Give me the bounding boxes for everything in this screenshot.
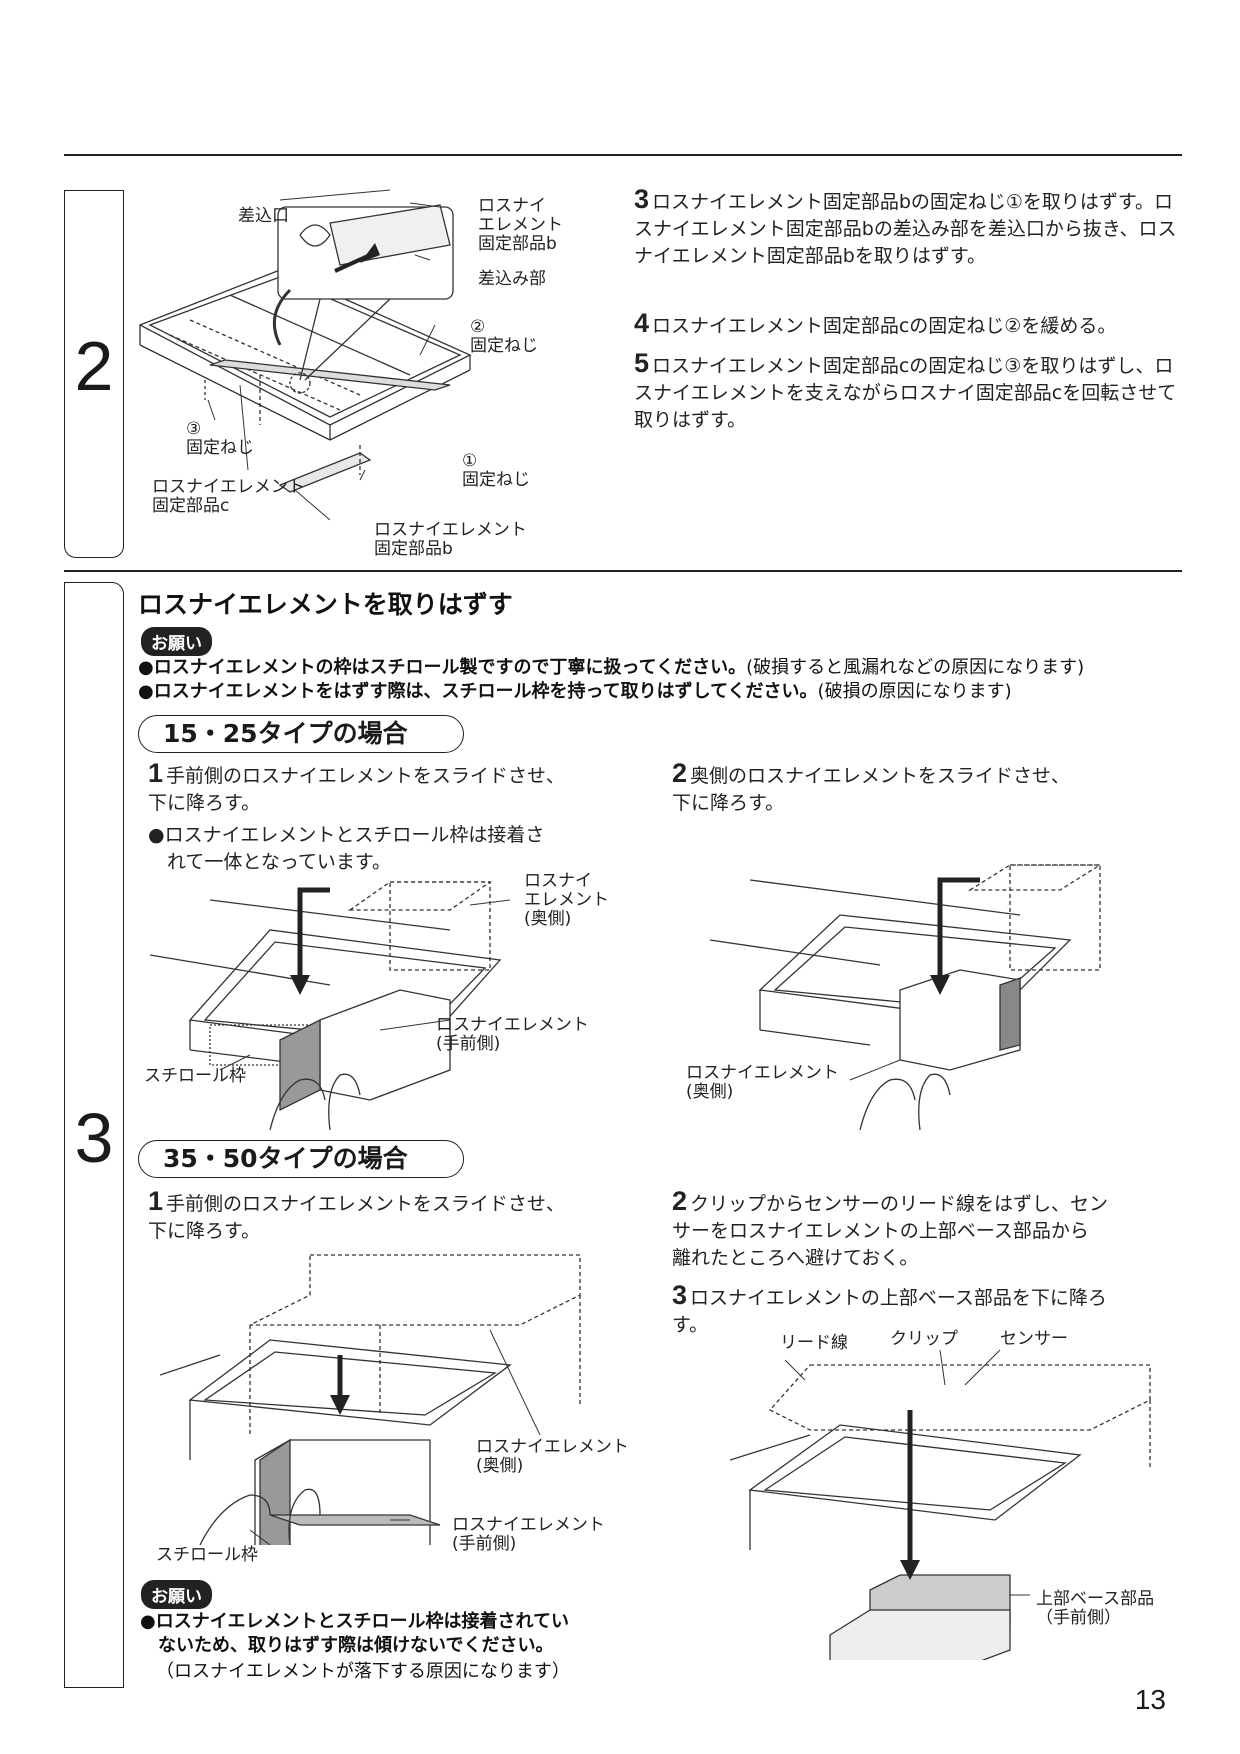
- type-b-label-styrofoam: スチロール枠: [156, 1545, 258, 1565]
- note-2-bold: ●ロスナイエレメントをはずす際は、スチロール枠を持って取りはずしてください。: [138, 681, 818, 702]
- note-1-plain: (破損すると風漏れなどの原因になります): [746, 657, 1085, 678]
- label-part-b-top: ロスナイ エレメント 固定部品b: [478, 196, 563, 254]
- type-b-label-front-element: ロスナイエレメント (手前側): [452, 1515, 605, 1554]
- section-2-diagram: [138, 189, 472, 521]
- section-3-heading: ロスナイエレメントを取りはずす: [138, 590, 513, 619]
- type-b-label-sensor: センサー: [1000, 1329, 1068, 1349]
- step-text: ロスナイエレメント固定部品cの固定ねじ③を取りはずし、ロスナイエレメントを支えな…: [634, 355, 1177, 431]
- type-b-request-badge: お願い: [141, 1580, 212, 1609]
- request-badge: お願い: [141, 627, 212, 656]
- label-insert-port: 差込口: [238, 206, 289, 226]
- type-a-label-rear-element-2: ロスナイエレメント (奥側): [686, 1063, 839, 1102]
- top-rule: [64, 154, 1182, 156]
- type-b-title: 35・50タイプの場合: [138, 1140, 464, 1178]
- section-3-tab: 3: [64, 582, 124, 1688]
- step-text: ロスナイエレメント固定部品bの固定ねじ①を取りはずす。ロスナイエレメント固定部品…: [634, 191, 1177, 267]
- type-a-label-rear-element: ロスナイ エレメント (奥側): [524, 871, 609, 929]
- label-screw-3: ③ 固定ねじ: [186, 419, 254, 458]
- type-b-request-bold: ●ロスナイエレメントとスチロール枠は接着されてい ないため、取りはずす際は傾けな…: [140, 1611, 569, 1656]
- note-2-plain: (破損の原因になります): [817, 681, 1012, 702]
- type-a-diagram-1: [150, 881, 511, 1130]
- label-screw-1: ① 固定ねじ: [462, 451, 530, 490]
- type-a-title-text: 15・25タイプの場合: [163, 719, 408, 748]
- label-part-c: ロスナイエレメント 固定部品c: [152, 477, 305, 516]
- type-a-diagram-2: [709, 864, 1103, 1130]
- step-text: ロスナイエレメント固定部品cの固定ねじ②を緩める。: [652, 315, 1117, 337]
- step-number: 3: [672, 1280, 688, 1310]
- step-text: クリップからセンサーのリード線をはずし、セン サーをロスナイエレメントの上部ベー…: [672, 1193, 1109, 1269]
- step-number: 1: [148, 1186, 164, 1216]
- section-3-number: 3: [74, 1099, 114, 1177]
- type-b-label-upper-base: 上部ベース部品 （手前側）: [1036, 1589, 1155, 1628]
- step-text: 手前側のロスナイエレメントをスライドさせ、 下に降ろす。: [148, 1193, 565, 1242]
- step-number: 4: [634, 308, 650, 338]
- note-1-bold: ●ロスナイエレメントの枠はスチロール製ですので丁寧に扱ってください。: [138, 657, 747, 678]
- label-part-b-bottom: ロスナイエレメント 固定部品b: [374, 520, 527, 559]
- type-a-title: 15・25タイプの場合: [138, 715, 464, 753]
- step-text: 奥側のロスナイエレメントをスライドさせ、 下に降ろす。: [672, 765, 1070, 814]
- type-b-label-rear-element: ロスナイエレメント (奥側): [476, 1437, 629, 1476]
- note-1: ●ロスナイエレメントの枠はスチロール製ですので丁寧に扱ってください。(破損すると…: [138, 656, 1084, 680]
- type-b-label-lead-wire: リード線: [780, 1333, 848, 1353]
- note-2: ●ロスナイエレメントをはずす際は、スチロール枠を持って取りはずしてください。(破…: [138, 680, 1012, 704]
- section-2-tab: 2: [64, 190, 124, 558]
- label-insert-part: 差込み部: [478, 269, 546, 289]
- page-number: 13: [1134, 1684, 1166, 1715]
- type-b-diagram-2: [730, 1350, 1151, 1660]
- type-b-label-clip: クリップ: [890, 1329, 958, 1349]
- type-b-request-plain: （ロスナイエレメントが落下する原因になります）: [156, 1661, 570, 1682]
- step-number: 1: [148, 758, 164, 788]
- step-number: 2: [672, 1186, 688, 1216]
- label-screw-2: ② 固定ねじ: [470, 317, 538, 356]
- type-a-label-styrofoam: スチロール枠: [144, 1066, 246, 1086]
- type-b-title-text: 35・50タイプの場合: [163, 1144, 408, 1173]
- step-number: 3: [634, 184, 650, 214]
- step-text: ロスナイエレメントの上部ベース部品を下に降ろ す。: [672, 1287, 1107, 1336]
- type-a-step-1-note: ●ロスナイエレメントとスチロール枠は接着さ れて一体となっています。: [148, 824, 545, 873]
- section-2-number: 2: [74, 327, 114, 405]
- type-a-label-front-element: ロスナイエレメント (手前側): [436, 1015, 589, 1054]
- type-b-diagram-1: [160, 1254, 581, 1545]
- step-number: 5: [634, 348, 650, 378]
- section-divider: [64, 570, 1182, 572]
- step-number: 2: [672, 758, 688, 788]
- step-text: 手前側のロスナイエレメントをスライドさせ、 下に降ろす。: [148, 765, 565, 814]
